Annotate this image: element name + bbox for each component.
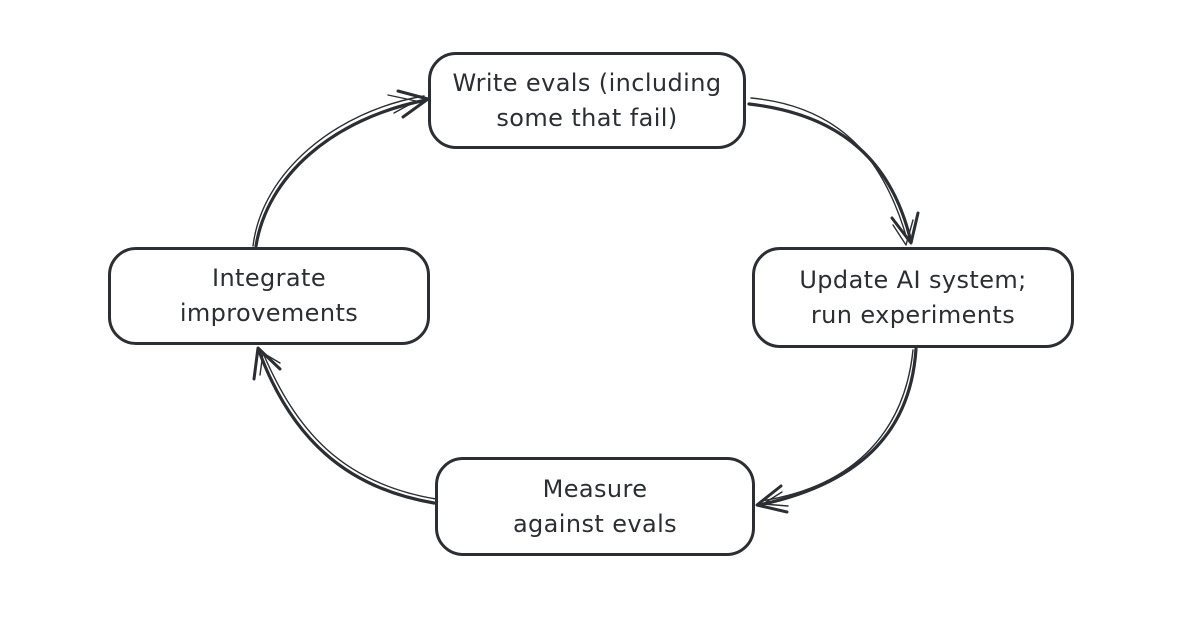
node-integrate-improvements: Integrate improvements xyxy=(108,247,430,345)
arrow-integrate-to-write-evals-icon xyxy=(252,89,430,248)
arrow-update-ai-to-measure-icon xyxy=(755,347,918,514)
node-write-evals: Write evals (including some that fail) xyxy=(428,52,746,149)
node-measure-against-evals: Measure against evals xyxy=(435,457,755,556)
arrow-write-evals-to-update-ai-icon xyxy=(747,97,920,246)
node-update-ai-system: Update AI system; run experiments xyxy=(752,247,1074,348)
node-update-ai-system-label: Update AI system; run experiments xyxy=(799,265,1027,329)
node-write-evals-label: Write evals (including some that fail) xyxy=(452,68,722,132)
arrow-measure-to-integrate-icon xyxy=(252,346,437,505)
node-measure-against-evals-label: Measure against evals xyxy=(512,474,678,538)
node-integrate-improvements-label: Integrate improvements xyxy=(179,264,359,327)
